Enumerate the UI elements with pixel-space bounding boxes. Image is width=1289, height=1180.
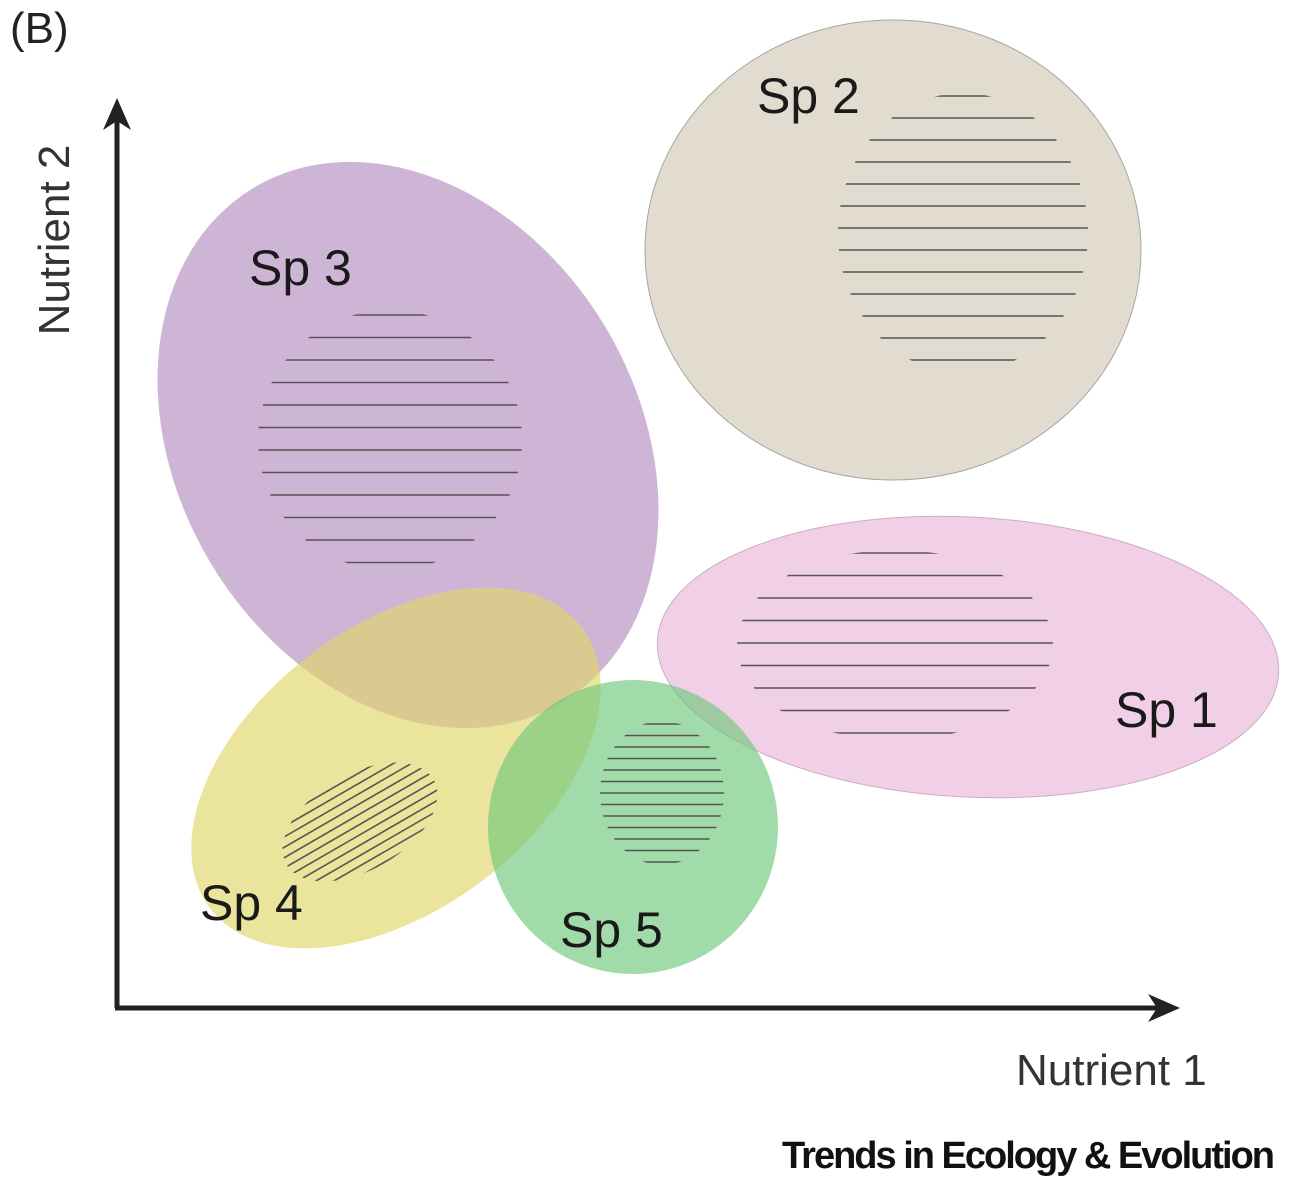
- journal-credit: Trends in Ecology & Evolution: [782, 1135, 1275, 1177]
- hatch-line: [278, 780, 453, 883]
- hatch-line: [282, 788, 458, 891]
- species-2-label: Sp 2: [757, 68, 860, 124]
- hatch-line: [269, 765, 444, 867]
- hatch-line: [287, 796, 458, 898]
- axes: [103, 98, 1180, 1022]
- hatch-line: [264, 757, 440, 859]
- x-axis-arrowhead: [1148, 994, 1180, 1022]
- species-3-label: Sp 3: [249, 240, 352, 296]
- y-axis-label: Nutrient 2: [30, 144, 79, 336]
- species-5-label: Sp 5: [560, 902, 663, 958]
- hatch-line: [262, 749, 435, 852]
- hatch-line: [273, 773, 449, 875]
- panel-label: (B): [10, 4, 69, 53]
- x-axis-label: Nutrient 1: [1016, 1046, 1207, 1095]
- species-3-niche: [157, 161, 659, 729]
- y-axis-arrowhead: [103, 98, 131, 130]
- species-1-label: Sp 1: [1115, 682, 1218, 738]
- species-1-niche: [656, 515, 1280, 799]
- species-4-label: Sp 4: [200, 875, 303, 931]
